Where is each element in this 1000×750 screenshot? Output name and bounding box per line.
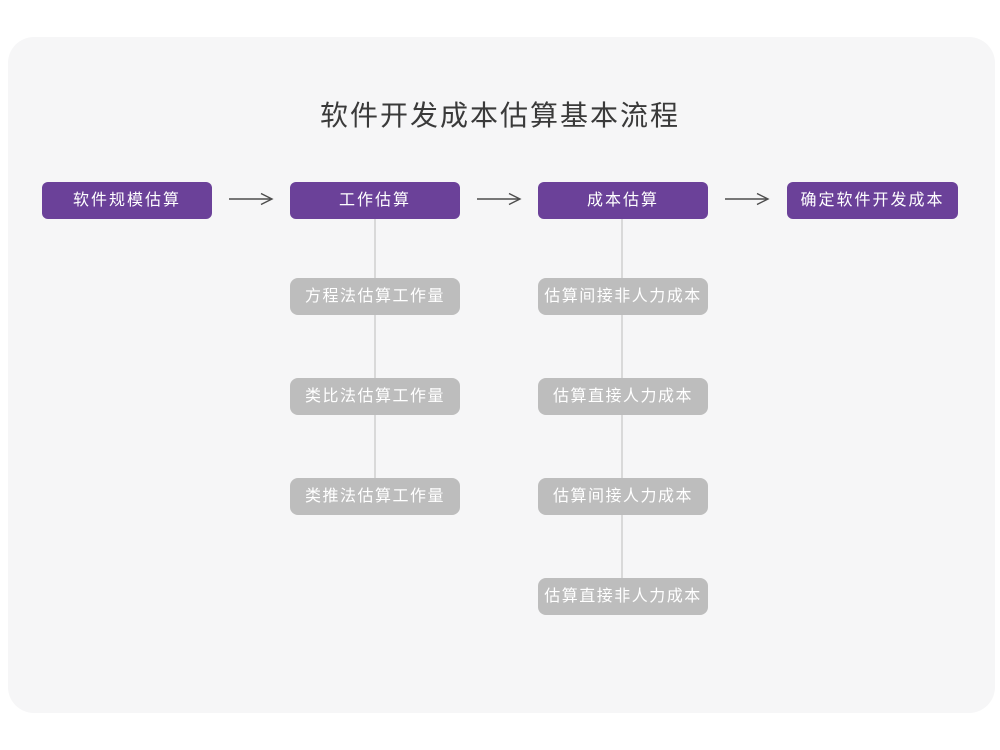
arrow-right-icon <box>229 192 274 206</box>
sub-step-indirect-non-labor-cost: 估算间接非人力成本 <box>538 278 708 315</box>
diagram-title: 软件开发成本估算基本流程 <box>319 100 680 131</box>
sub-step-extrapolation-method: 类推法估算工作量 <box>290 478 460 515</box>
sub-step-direct-labor-cost: 估算直接人力成本 <box>538 378 708 415</box>
diagram-card <box>8 37 995 713</box>
sub-step-indirect-labor-cost: 估算间接人力成本 <box>538 478 708 515</box>
sub-step-equation-method: 方程法估算工作量 <box>290 278 460 315</box>
flow-step-scale-estimation: 软件规模估算 <box>42 182 212 219</box>
connector-line-effort-column <box>374 219 376 478</box>
arrow-right-icon <box>477 192 522 206</box>
sub-step-analogy-method: 类比法估算工作量 <box>290 378 460 415</box>
arrow-right-icon <box>725 192 770 206</box>
flow-step-final-cost-determination: 确定软件开发成本 <box>787 182 958 219</box>
flow-step-cost-estimation: 成本估算 <box>538 182 708 219</box>
sub-step-direct-non-labor-cost: 估算直接非人力成本 <box>538 578 708 615</box>
flow-step-effort-estimation: 工作估算 <box>290 182 460 219</box>
